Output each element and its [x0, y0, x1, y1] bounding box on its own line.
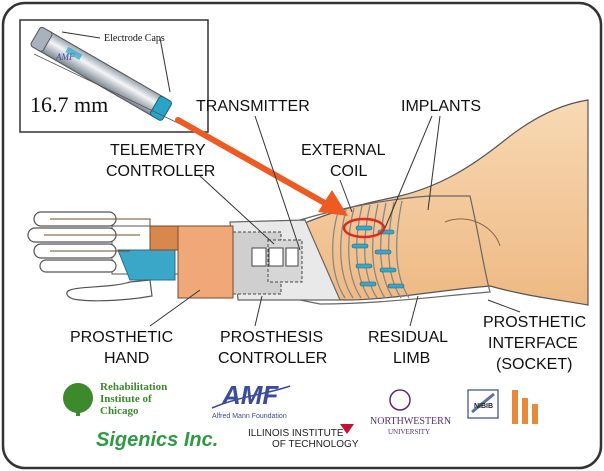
finger-4	[39, 259, 117, 273]
inset-amf-mark: AMF	[55, 52, 75, 62]
controller-chip-3	[285, 247, 299, 267]
label-interface-1: PROSTHETIC	[483, 314, 586, 331]
nu-line1: NORTHWESTERN	[370, 416, 451, 427]
ric-tree-icon	[63, 383, 93, 413]
leader-coil	[339, 179, 353, 213]
nibib-text: NIBIB	[474, 403, 493, 410]
pointer-arrow-shaft	[175, 117, 333, 209]
sigenics-text: Sigenics Inc.	[96, 429, 218, 451]
label-hand-2: HAND	[104, 350, 149, 367]
implant-6	[379, 267, 397, 273]
amf-logo: AMF Alfred Mann Foundation	[211, 380, 291, 420]
iit-line1: ILLINOIS INSTITUTE	[248, 428, 344, 439]
leader-transmitter	[254, 115, 301, 251]
implant-4	[374, 249, 392, 255]
leader-hand	[149, 289, 201, 327]
leader-implants	[384, 115, 433, 229]
nu-line2: UNIVERSITY	[388, 428, 430, 436]
socket-outline	[299, 195, 491, 305]
label-telemetry-2: CONTROLLER	[106, 163, 215, 180]
iit-logo: ILLINOIS INSTITUTE OF TECHNOLOGY	[248, 424, 359, 450]
caption-leader-left	[61, 31, 101, 39]
finger-cables	[44, 218, 151, 252]
sigenics-logo: Sigenics Inc.	[96, 429, 218, 451]
label-interface-3: (SOCKET)	[496, 356, 572, 373]
implant-highlight-ellipse	[342, 217, 386, 239]
wrist-band	[177, 225, 234, 299]
implants	[351, 225, 405, 289]
dimension-line	[33, 53, 181, 125]
label-controller-2: CONTROLLER	[218, 350, 327, 367]
arc-logo	[512, 390, 538, 424]
ric-line2: Institute of	[100, 393, 152, 405]
label-transmitter: TRANSMITTER	[196, 98, 310, 115]
leader-limb	[409, 295, 419, 327]
iit-mark-icon	[340, 424, 354, 434]
amf-swoosh	[211, 385, 291, 409]
label-coil-2: COIL	[330, 163, 367, 180]
inset-caption: Electrode Caps	[104, 33, 165, 44]
implant-3	[351, 243, 369, 249]
implant-5	[355, 263, 373, 269]
implant-8	[387, 283, 405, 289]
controller-chip-1	[251, 247, 267, 267]
label-limb-1: RESIDUAL	[368, 329, 448, 346]
label-coil-1: EXTERNAL	[301, 142, 386, 159]
leader-interface	[487, 299, 521, 313]
ric-logo: Rehabilitation Institute of Chicago	[63, 381, 167, 417]
northwestern-seal	[389, 389, 411, 411]
hand-brown-accent	[149, 225, 179, 251]
leader-telemetry	[199, 175, 275, 245]
leader-implants-2	[427, 115, 441, 211]
leader-lines	[149, 115, 521, 327]
label-telemetry-1: TELEMETRY	[110, 142, 206, 159]
electrode-cap-left	[30, 26, 53, 52]
external-coil	[332, 200, 410, 299]
label-limb-2: LIMB	[393, 350, 430, 367]
ric-line3: Chicago	[100, 405, 139, 417]
label-hand-1: PROSTHETIC	[70, 329, 173, 346]
northwestern-logo: NORTHWESTERN UNIVERSITY	[370, 389, 451, 436]
controller-chip-2	[268, 247, 284, 267]
iit-line2: OF TECHNOLOGY	[272, 439, 359, 450]
caption-leader-right	[159, 37, 171, 93]
pointer-arrow-head	[318, 190, 348, 216]
ric-line1: Rehabilitation	[100, 381, 167, 393]
electrode-cylinder	[30, 26, 172, 121]
implant-1	[355, 225, 373, 231]
label-controller-1: PROSTHESIS	[220, 329, 323, 346]
amf-name: Alfred Mann Foundation	[212, 413, 287, 420]
implant-7	[359, 281, 377, 287]
amf-mark: AMF	[221, 380, 279, 410]
bicep-contour	[444, 218, 501, 247]
electrode-cap-right	[150, 95, 172, 121]
leader-controller	[254, 295, 263, 327]
nibib-logo: NIBIB	[467, 389, 499, 419]
thumb	[66, 279, 153, 302]
label-interface-2: INTERFACE	[488, 335, 578, 352]
dimension-label: 16.7 mm	[30, 92, 108, 117]
label-implants: IMPLANTS	[401, 98, 481, 115]
